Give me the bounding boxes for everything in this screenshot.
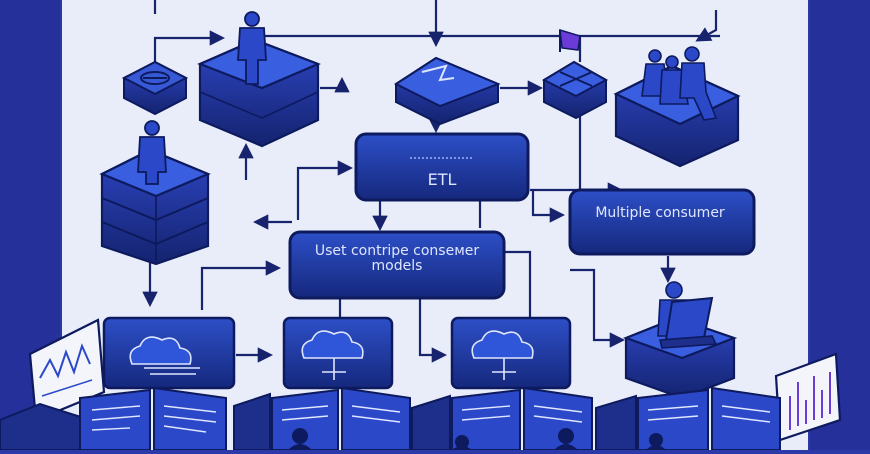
connectors	[142, 0, 720, 363]
etl-box	[354, 132, 530, 202]
monitor-row	[0, 386, 781, 451]
person-icon	[137, 120, 167, 185]
multiple-consumer-box	[568, 188, 756, 256]
chart-icon	[789, 372, 831, 430]
cloud-icon	[301, 330, 364, 380]
person-icon	[237, 11, 267, 85]
transform-node	[393, 56, 501, 126]
person-icon	[288, 428, 666, 450]
cloud-icon	[471, 330, 534, 380]
group-icon	[641, 46, 718, 121]
chart-icon	[39, 343, 91, 379]
chart-screen-left	[28, 318, 106, 422]
cloud-icon	[129, 336, 200, 375]
database-icon	[121, 60, 189, 116]
consumer-models-box	[288, 230, 506, 300]
flag-node	[541, 60, 609, 120]
monitor-icon	[79, 388, 151, 451]
flag-icon	[559, 28, 581, 52]
laptop-icon	[658, 296, 718, 349]
storage-block-top	[197, 38, 321, 148]
